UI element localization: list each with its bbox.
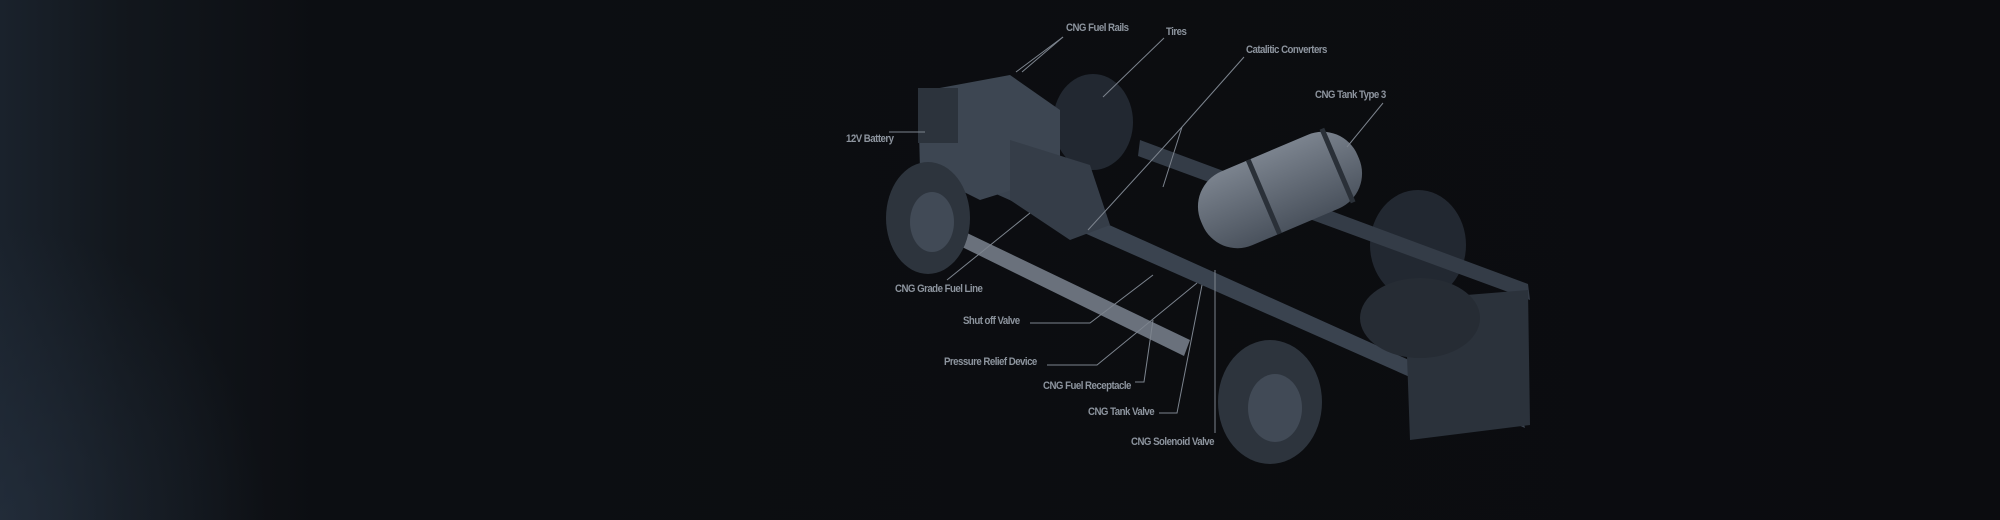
chassis xyxy=(886,74,1530,464)
label-cng-tank-type-3: CNG Tank Type 3 xyxy=(1315,89,1386,101)
label-catalytic-converters: Catalitic Converters xyxy=(1246,44,1327,56)
label-cng-grade-fuel-line: CNG Grade Fuel Line xyxy=(895,283,983,295)
leader-lines xyxy=(889,36,1384,433)
transmission xyxy=(1010,140,1110,240)
label-tires: Tires xyxy=(1166,26,1187,38)
label-cng-fuel-rails: CNG Fuel Rails xyxy=(1066,22,1129,34)
step-bar xyxy=(960,232,1190,356)
rim-rear-left xyxy=(1248,374,1302,442)
label-cng-tank-valve: CNG Tank Valve xyxy=(1088,406,1155,418)
rim-front-left xyxy=(910,192,954,252)
label-cng-solenoid-valve: CNG Solenoid Valve xyxy=(1131,436,1215,448)
label-shut-off-valve: Shut off Valve xyxy=(963,315,1020,327)
spare-tire xyxy=(1360,278,1480,358)
label-pressure-relief-device: Pressure Relief Device xyxy=(944,356,1037,368)
radiator xyxy=(918,88,958,143)
wheel-front-right xyxy=(1053,74,1133,170)
label-cng-fuel-receptacle: CNG Fuel Receptacle xyxy=(1043,380,1131,392)
cng-tank xyxy=(1197,127,1363,249)
label-12v-battery: 12V Battery xyxy=(846,133,894,145)
